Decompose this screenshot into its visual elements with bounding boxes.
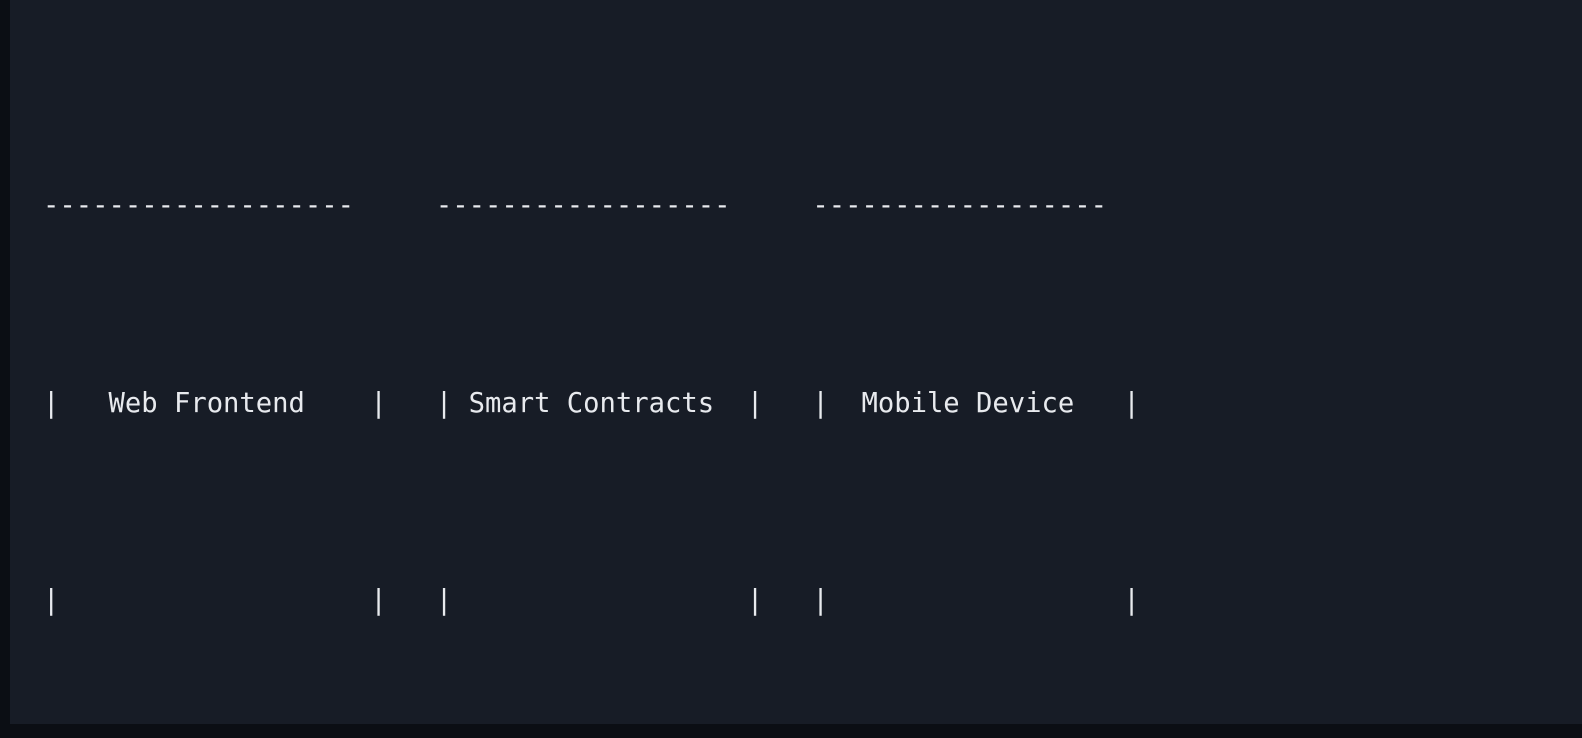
spacer <box>829 585 1124 616</box>
gap <box>387 585 436 616</box>
smart-contracts-left-border: | <box>435 387 453 419</box>
mobile-device-top-border: ------------------ <box>812 190 1107 221</box>
smart-contracts-right-border: | <box>746 387 764 419</box>
web-frontend-right-border: | <box>370 387 387 419</box>
box-tops-row: ------------------- ------------------ -… <box>43 186 1205 226</box>
spacer <box>59 585 370 616</box>
diagram-canvas: ------------------- ------------------ -… <box>10 0 1582 724</box>
box-titles-row: | Web Frontend | | Smart Contracts | | M… <box>43 384 1205 424</box>
web-frontend-right-border: | <box>370 585 387 616</box>
web-frontend-title: Web Frontend <box>59 387 371 419</box>
mobile-device-left-border: | <box>812 585 829 616</box>
web-frontend-left-border: | <box>43 585 60 616</box>
gap <box>354 190 436 221</box>
gap <box>763 585 812 616</box>
gap <box>763 388 812 419</box>
smart-contracts-title: Smart Contracts <box>452 387 747 419</box>
gap <box>730 190 812 221</box>
spacer <box>452 585 747 616</box>
web-frontend-left-border: | <box>43 387 60 419</box>
web-frontend-top-border: ------------------- <box>43 190 354 221</box>
mobile-device-right-border: | <box>1123 387 1140 419</box>
mobile-device-right-border: | <box>1123 585 1140 616</box>
mobile-device-left-border: | <box>812 387 829 419</box>
smart-contracts-top-border: ------------------ <box>435 190 731 221</box>
smart-contracts-left-border: | <box>435 585 453 616</box>
smart-contracts-right-border: | <box>746 585 764 616</box>
mobile-device-title: Mobile Device <box>828 387 1124 419</box>
box-spacer-row: | | | | | | <box>43 581 1205 621</box>
ascii-art-diagram: ------------------- ------------------ -… <box>43 28 1205 724</box>
gap <box>387 388 436 419</box>
